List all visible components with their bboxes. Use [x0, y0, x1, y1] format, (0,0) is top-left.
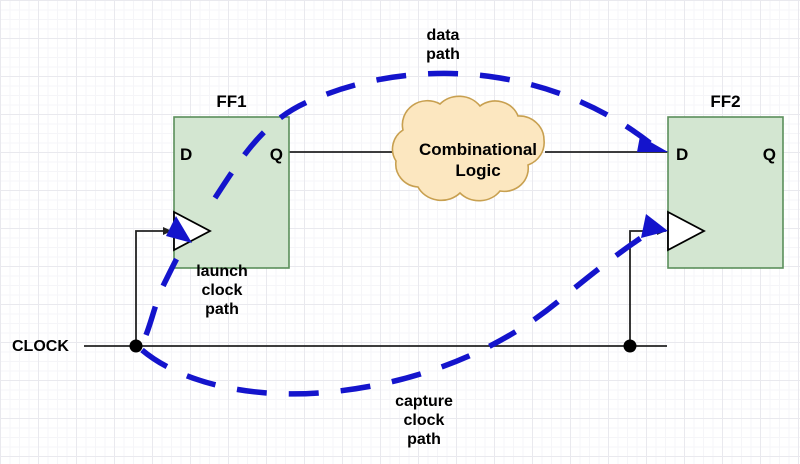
clock-junction-dot-right [623, 339, 637, 353]
combinational-logic-label-line2: Logic [455, 161, 501, 180]
launch-clock-path-arrowhead [166, 216, 192, 243]
wire-clock-branch-ff2 [629, 227, 666, 346]
highlight-path-layer [140, 70, 668, 397]
ff2-label: FF2 [710, 92, 741, 111]
ff2-pin-q-label: Q [762, 145, 776, 164]
ff1-body [173, 116, 290, 269]
data-path-label-line2: path [426, 46, 460, 63]
combinational-logic-cloud[interactable] [391, 95, 545, 202]
combinational-logic-label-line1: Combinational [418, 140, 538, 159]
ff2-pin-d-label: D [676, 145, 689, 164]
flipflop-ff1[interactable] [173, 116, 290, 269]
ff1-pin-d-label: D [180, 145, 193, 164]
launch-clock-path-label-line3: path [205, 301, 239, 318]
capture-clock-path-label-line1: capture [395, 393, 453, 410]
flipflop-ff2[interactable] [667, 116, 784, 269]
capture-clock-path-label-line3: path [407, 431, 441, 448]
cloud-shape-icon [391, 95, 545, 202]
clock-label: CLOCK [12, 338, 69, 355]
capture-clock-path-arrowhead [641, 214, 668, 238]
ff1-label: FF1 [216, 92, 247, 111]
clock-junction-dot-left [129, 339, 143, 353]
launch-clock-path-label-line2: clock [201, 282, 243, 299]
capture-clock-path-label-line2: clock [403, 412, 445, 429]
wire-clock-branch-ff1 [135, 227, 172, 346]
data-path-label-line1: data [426, 27, 460, 44]
data-path-arc[interactable] [212, 70, 652, 200]
ff2-body [667, 116, 784, 269]
launch-clock-path-label-line1: launch [196, 263, 248, 280]
ff1-pin-q-label: Q [269, 145, 283, 164]
capture-clock-path-arc[interactable] [140, 229, 652, 397]
launch-clock-path-arc[interactable] [143, 241, 189, 337]
wire-layer [84, 151, 668, 353]
data-path-arrowhead [637, 136, 668, 152]
